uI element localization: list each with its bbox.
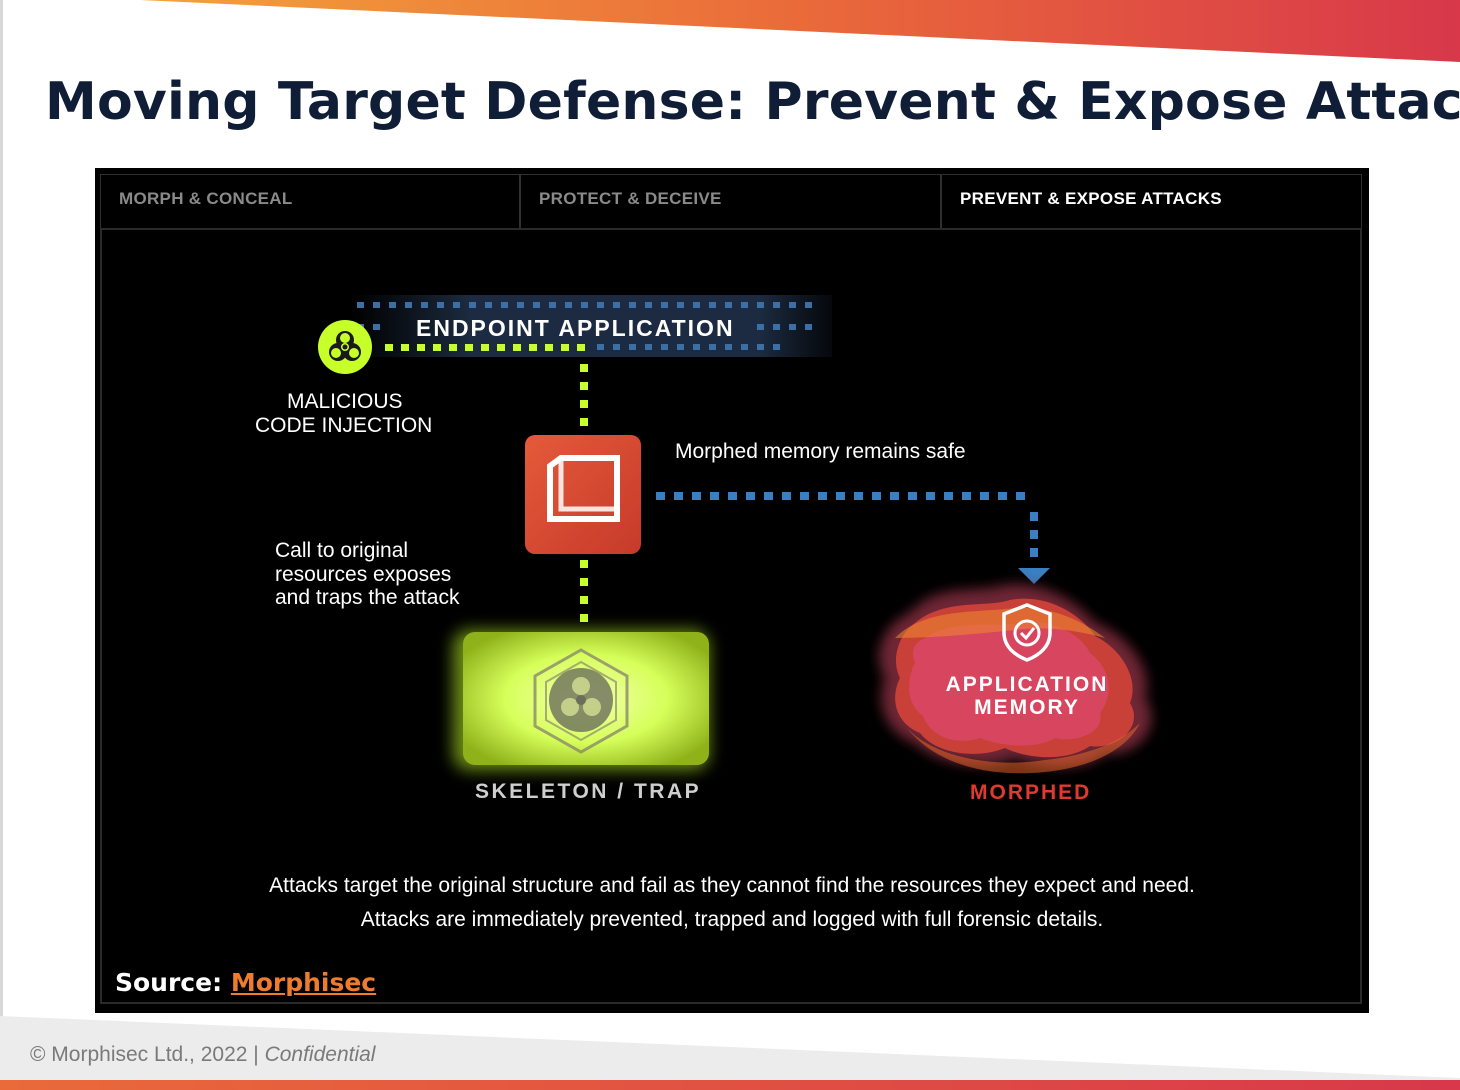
lime-connector-top: [580, 364, 588, 426]
morphed-memory-note: Morphed memory remains safe: [675, 440, 966, 463]
top-gradient-band: [140, 0, 1460, 62]
endpoint-application-bar: [350, 295, 832, 357]
tab-prevent-expose[interactable]: PREVENT & EXPOSE ATTACKS: [941, 174, 1362, 228]
diagram-frame: [100, 228, 1362, 1004]
source-link[interactable]: Morphisec: [230, 968, 377, 997]
footer-copyright-text: © Morphisec Ltd., 2022 |: [30, 1043, 259, 1066]
tab-morph-conceal[interactable]: MORPH & CONCEAL: [100, 174, 520, 228]
morph-box-icon: [525, 435, 641, 554]
call-note-line2: resources exposes: [275, 563, 452, 586]
morphed-label: MORPHED: [970, 781, 1092, 804]
slide-title: Moving Target Defense: Prevent & Expose …: [45, 72, 1460, 132]
footer-band: [0, 1016, 1460, 1090]
tab-protect-deceive[interactable]: PROTECT & DECEIVE: [520, 174, 941, 228]
application-memory-cloud: [879, 584, 1152, 774]
diagram-graphics: [318, 295, 1152, 774]
diagram-panel: MORPH & CONCEAL PROTECT & DECEIVE PREVEN…: [95, 168, 1369, 1013]
endpoint-application-label: ENDPOINT APPLICATION: [416, 315, 735, 341]
caption-line1: Attacks target the original structure an…: [269, 874, 1195, 897]
skeleton-trap-label: SKELETON / TRAP: [475, 780, 702, 803]
source-prefix: Source:: [115, 968, 223, 997]
call-note-line1: Call to original: [275, 539, 409, 562]
blue-dotted-arrow: [656, 492, 1050, 584]
caption-line2: Attacks are immediately prevented, trapp…: [360, 908, 1104, 931]
malicious-label-line1: MALICIOUS: [287, 390, 403, 413]
application-memory-label-line2: MEMORY: [974, 696, 1080, 719]
skeleton-trap-icon: [453, 630, 709, 770]
source-credit: Source: Morphisec: [115, 968, 376, 997]
application-memory-label-line1: APPLICATION: [945, 673, 1109, 696]
call-note-line3: and traps the attack: [275, 586, 460, 609]
left-edge-line: [0, 0, 3, 1090]
footer-copyright: © Morphisec Ltd., 2022 | Confidential: [30, 1043, 375, 1067]
biohazard-icon: [318, 320, 372, 374]
footer-confidential: Confidential: [264, 1043, 376, 1066]
lime-connector-bottom: [580, 560, 588, 622]
malicious-label-line2: CODE INJECTION: [255, 414, 433, 437]
